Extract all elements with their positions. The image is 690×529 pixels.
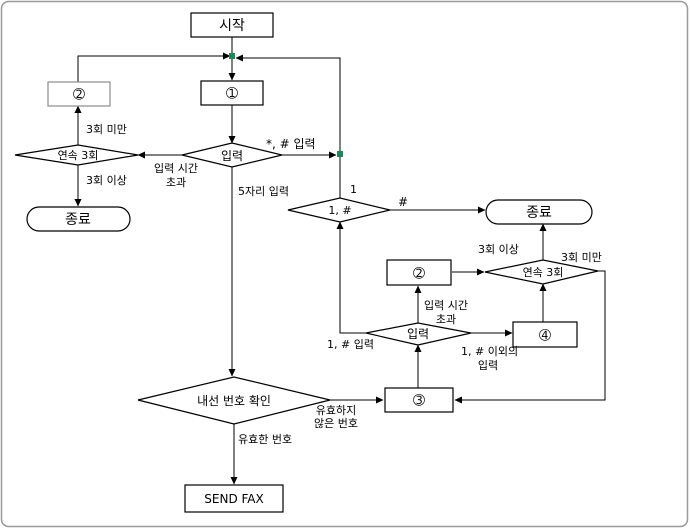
ext-check-diamond: [137, 376, 331, 425]
label-timeout-main-2: 초과: [166, 176, 186, 189]
connector-one-hash-input: [336, 221, 366, 334]
step1-label: ➀: [226, 86, 238, 102]
step3-box: [384, 387, 454, 413]
label-timeout-main-1: 입력 시간: [154, 162, 198, 175]
step4-label: ➃: [539, 328, 551, 344]
label-three-or-more-left: 3회 이상: [86, 174, 127, 187]
input-inner-label: 입력: [407, 327, 429, 341]
end-right-terminal: [485, 199, 593, 225]
step2-right-box: [386, 259, 452, 286]
connector-step2-loop: [77, 52, 231, 82]
step2-left-label: ➁: [73, 87, 85, 103]
connector-right-loop: [235, 54, 341, 210]
label-less-than-3-left: 3회 미만: [86, 123, 127, 136]
step3-label: ➂: [413, 393, 425, 409]
label-one: 1: [350, 183, 357, 196]
label-five-digit-input: 5자리 입력: [238, 185, 289, 198]
send-fax-box: [184, 484, 284, 513]
consecutive-left-diamond: [14, 144, 139, 166]
input-inner-diamond: [365, 322, 472, 346]
label-timeout-inner-1: 입력 시간: [424, 299, 468, 312]
junction-dot-right: [337, 151, 343, 157]
ext-check-label: 내선 번호 확인: [197, 394, 271, 408]
consecutive-right-diamond: [484, 259, 599, 285]
start-label: 시작: [219, 18, 245, 34]
step2-left-box: [47, 81, 111, 107]
label-valid-number: 유효한 번호: [238, 433, 292, 446]
end-right-label: 종료: [526, 205, 552, 221]
input-main-diamond: [181, 142, 283, 168]
step1-box: [200, 80, 264, 106]
label-three-or-more-right: 3회 이상: [478, 243, 519, 256]
consecutive-right-label: 연속 3회: [523, 266, 564, 279]
end-left-terminal: [26, 206, 131, 232]
label-one-hash-input: 1, # 입력: [327, 338, 374, 351]
label-less-than-3-right: 3회 미만: [561, 251, 602, 264]
input-main-label: 입력: [221, 149, 243, 163]
label-hash: #: [398, 195, 408, 209]
label-invalid-number-1: 유효하지: [316, 403, 356, 417]
send-fax-label: SEND FAX: [204, 492, 263, 506]
label-star-hash-input: *, # 입력: [266, 137, 316, 151]
label-timeout-inner-2: 초과: [436, 313, 456, 326]
connectors: [74, 37, 606, 485]
label-other-input-1: 1, # 이외의: [461, 345, 518, 358]
label-other-input-2: 입력: [478, 359, 498, 372]
junction-dot-top: [229, 53, 235, 59]
step2-right-label: ➁: [413, 266, 425, 282]
consecutive-left-label: 연속 3회: [58, 149, 99, 162]
end-left-label: 종료: [65, 212, 91, 228]
check-1hash-diamond: [287, 197, 391, 223]
edge-labels: 3회 미만 3회 이상 입력 시간 초과 *, # 입력 5자리 입력 1 # …: [86, 123, 602, 446]
check-1hash-label: 1, #: [328, 204, 351, 217]
start-box: [190, 12, 274, 38]
step4-box: [512, 321, 578, 348]
label-invalid-number-2: 않은 번호: [314, 417, 358, 430]
connector-less-than-3-right: [454, 270, 606, 404]
